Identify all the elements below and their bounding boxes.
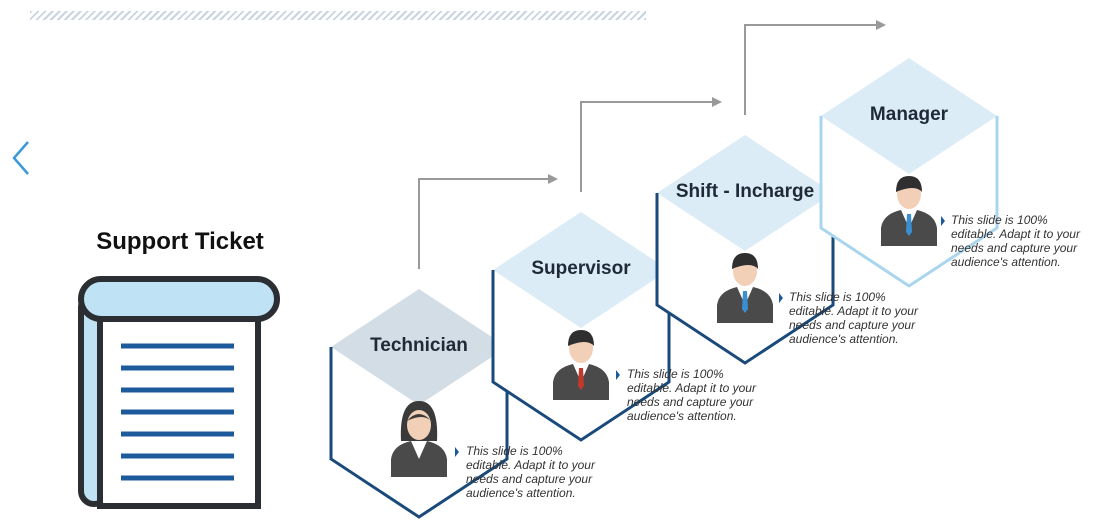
stage-3 xyxy=(655,135,835,365)
previous-slide-icon[interactable] xyxy=(8,138,34,178)
support-ticket-title: Support Ticket xyxy=(96,228,264,255)
bullet-marker xyxy=(616,370,620,380)
stage-cap xyxy=(657,135,833,251)
stage-description: This slide is 100% editable. Adapt it to… xyxy=(789,290,918,346)
bullet-marker xyxy=(779,293,783,303)
arrow-2-to-3 xyxy=(580,97,722,192)
stage-2 xyxy=(491,212,671,442)
stage-4 xyxy=(819,58,999,288)
person-avatar-icon xyxy=(717,253,773,323)
bullet-marker xyxy=(941,216,945,226)
bullet-marker xyxy=(455,447,459,457)
stage-outline xyxy=(491,270,671,442)
stage-label: Manager xyxy=(869,104,949,125)
person-avatar-icon xyxy=(881,176,937,246)
stage-cap xyxy=(331,289,507,405)
stage-label: Technician xyxy=(370,335,468,356)
stage-description: This slide is 100% editable. Adapt it to… xyxy=(951,213,1080,269)
stage-1 xyxy=(329,289,509,519)
stage-label: Supervisor xyxy=(531,258,631,279)
arrow-1-to-2 xyxy=(418,174,558,269)
stage-description: This slide is 100% editable. Adapt it to… xyxy=(627,367,756,423)
stage-cap xyxy=(821,58,997,174)
stage-outline xyxy=(819,116,999,288)
stage-description: This slide is 100% editable. Adapt it to… xyxy=(466,444,595,500)
stage-outline xyxy=(329,347,509,519)
arrow-3-to-4 xyxy=(744,20,886,115)
stage-label: Shift - Incharge xyxy=(675,181,815,202)
support-ticket-scroll-icon xyxy=(78,276,280,509)
decorative-stripe xyxy=(30,11,646,20)
person-avatar-icon xyxy=(553,330,609,400)
person-avatar-icon xyxy=(391,401,447,477)
stage-cap xyxy=(493,212,669,328)
stage-outline xyxy=(655,193,835,365)
